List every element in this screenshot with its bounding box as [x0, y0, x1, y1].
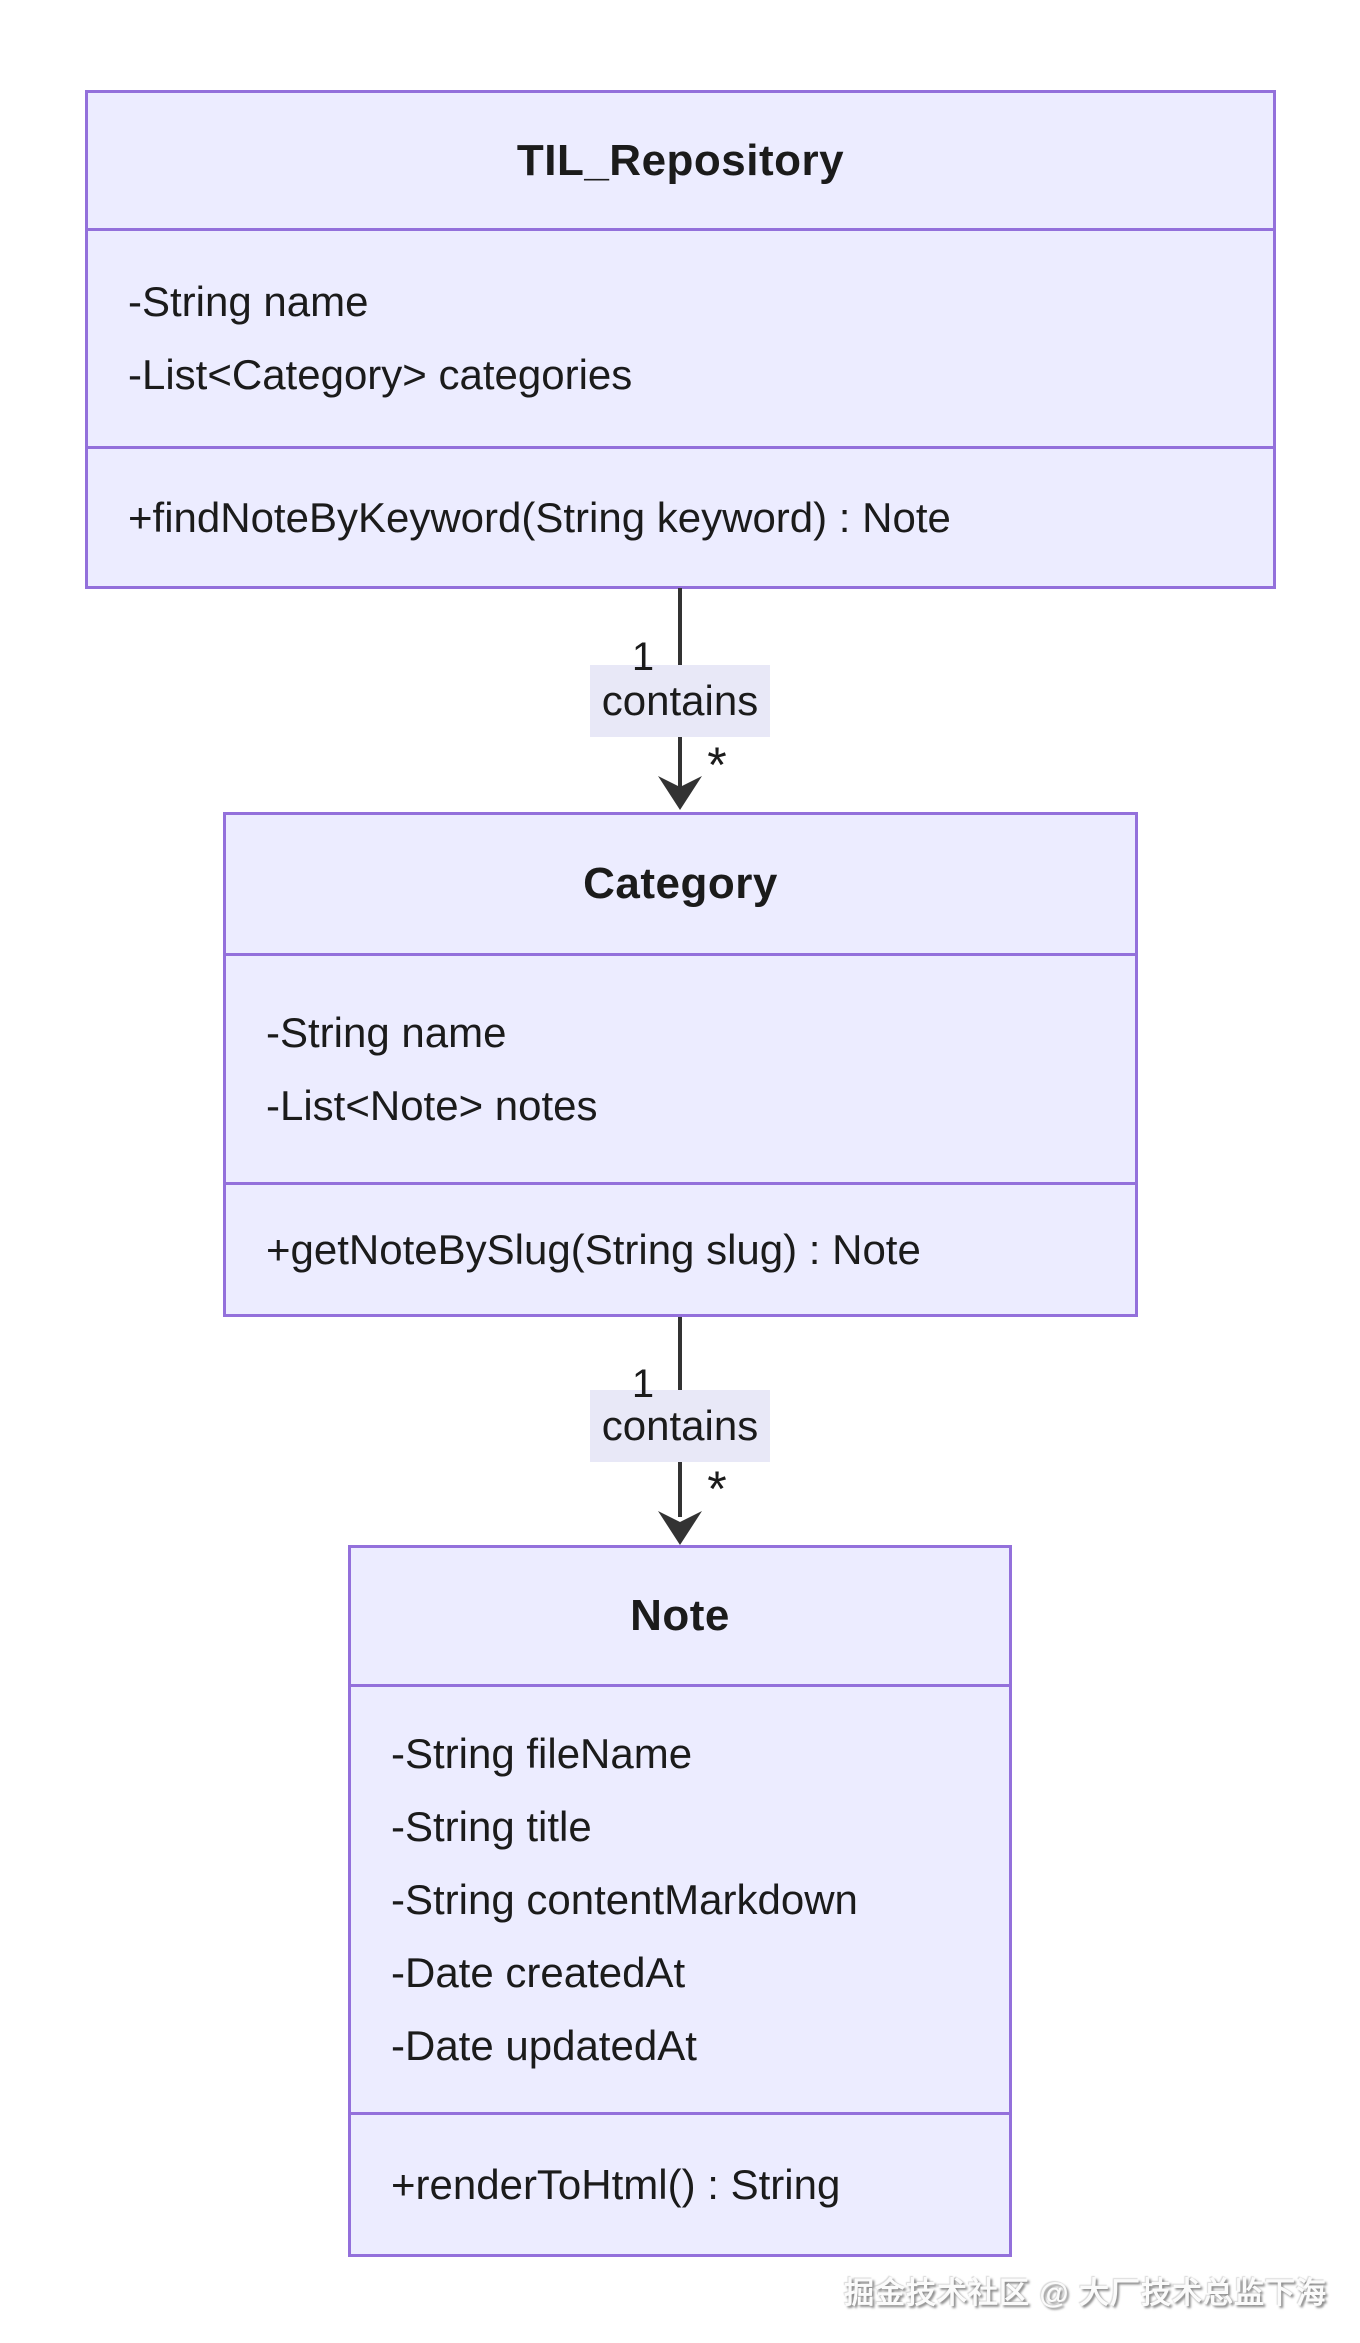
multiplicity-target: * [707, 737, 727, 793]
attribute-row: -String name [266, 1008, 507, 1056]
attribute-row: -List<Category> categories [128, 351, 633, 398]
class-name-label: Category [583, 859, 778, 908]
class-box-category: Category -String name -List<Note> notes … [223, 812, 1138, 1317]
class-name-label: TIL_Repository [516, 135, 845, 185]
attributes-compartment: -String name -List<Category> categories [88, 228, 1273, 446]
methods-compartment: +getNoteBySlug(String slug) : Note [226, 1182, 1135, 1314]
watermark-text: 掘金技术社区 @ 大厂技术总监下海 [844, 2277, 1327, 2310]
multiplicity-source: 1 [631, 635, 655, 679]
attribute-row: -String title [391, 1802, 592, 1850]
attribute-row: -Date updatedAt [391, 2021, 697, 2069]
methods-compartment: +findNoteByKeyword(String keyword) : Not… [88, 446, 1273, 586]
class-box-note: Note -String fileName -String title -Str… [348, 1545, 1012, 2257]
arrow-down-icon [658, 776, 702, 810]
attributes-compartment: -String fileName -String title -String c… [351, 1684, 1009, 2112]
attribute-row: -Date createdAt [391, 1948, 686, 1996]
attribute-row: -List<Note> notes [266, 1081, 598, 1129]
class-name-label: Note [630, 1591, 730, 1640]
class-box-til-repository: TIL_Repository -String name -List<Catego… [85, 90, 1276, 589]
relation-label: contains [590, 665, 770, 737]
attribute-row: -String name [128, 278, 369, 325]
multiplicity-source: 1 [631, 1362, 655, 1406]
class-title-category: Category [226, 815, 1135, 953]
methods-compartment: +renderToHtml() : String [351, 2112, 1009, 2254]
attribute-row: -String contentMarkdown [391, 1875, 858, 1923]
relation-label: contains [590, 1390, 770, 1462]
multiplicity-target: * [707, 1461, 727, 1517]
attribute-row: -String fileName [391, 1729, 693, 1777]
method-row: +renderToHtml() : String [391, 2160, 841, 2208]
attributes-compartment: -String name -List<Note> notes [226, 953, 1135, 1182]
method-row: +findNoteByKeyword(String keyword) : Not… [128, 493, 951, 541]
class-title-til-repository: TIL_Repository [88, 93, 1273, 228]
method-row: +getNoteBySlug(String slug) : Note [266, 1225, 921, 1273]
class-title-note: Note [351, 1548, 1009, 1684]
arrow-down-icon [658, 1511, 702, 1545]
